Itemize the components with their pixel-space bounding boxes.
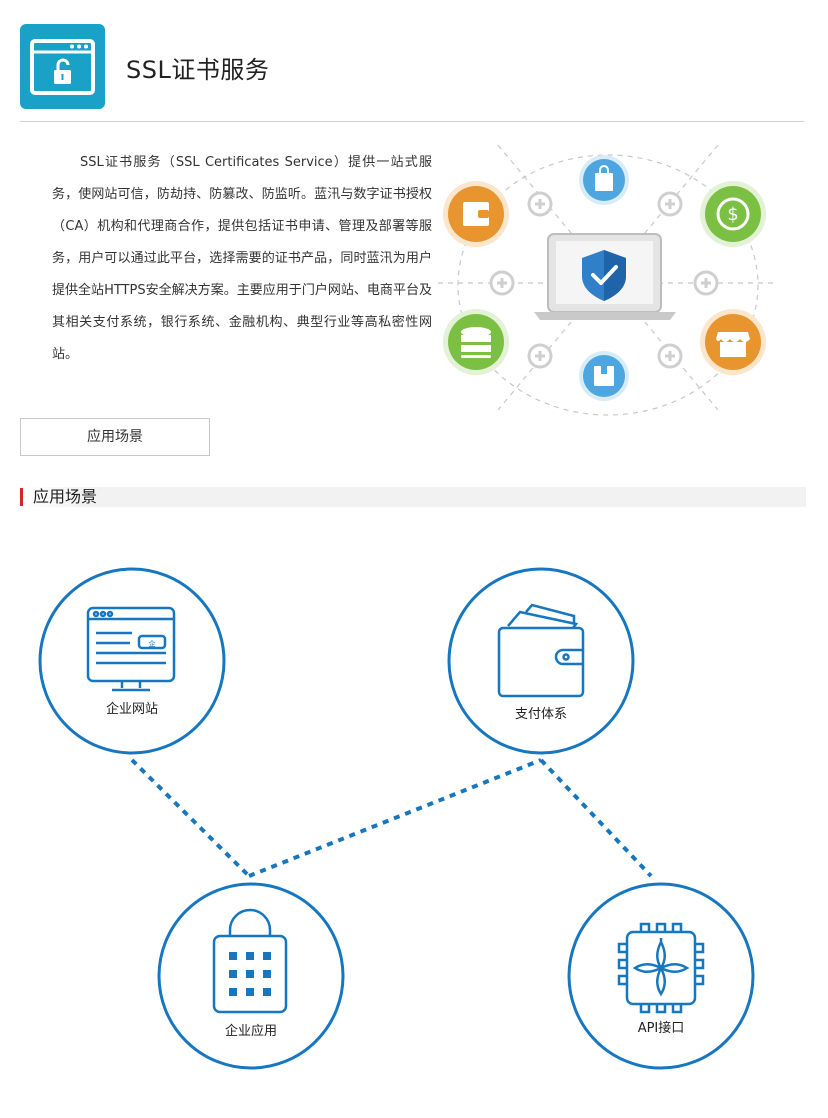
- node-api-interface: [567, 882, 755, 1070]
- node-payment-system: [447, 567, 635, 755]
- node-label-enterprise-application: 企业应用: [224, 1024, 277, 1039]
- wallet-icon: [497, 603, 585, 698]
- svg-text:$: $: [727, 204, 738, 225]
- page-title: SSL证书服务: [126, 56, 270, 84]
- node-enterprise-website: 企: [38, 567, 226, 755]
- svg-text:企: 企: [149, 639, 156, 648]
- dollar-icon: $: [700, 181, 766, 247]
- node-label-enterprise-website: 企业网站: [105, 702, 158, 717]
- scenario-tab-button[interactable]: 应用场景: [20, 418, 210, 456]
- intro-paragraph: SSL证书服务（SSL Certificates Service）提供一站式服务…: [52, 155, 432, 362]
- package-icon: [579, 351, 629, 401]
- header-divider: [20, 121, 804, 122]
- ssl-app-icon: [20, 24, 105, 109]
- unlocked-browser-icon: [30, 39, 95, 95]
- shopping-bag-icon: [579, 155, 629, 205]
- plus-connectors: [489, 191, 719, 369]
- node-label-payment-system: 支付体系: [514, 707, 567, 722]
- node-label-api-interface: API接口: [637, 1021, 685, 1036]
- hero-illustration: $: [438, 144, 778, 416]
- section-header: 应用场景: [20, 487, 806, 507]
- wallet-icon: [443, 181, 509, 247]
- scenario-diagram: 企: [0, 520, 828, 1118]
- laptop-shield-icon: [534, 233, 676, 320]
- chip-icon: [617, 922, 705, 1014]
- section-title: 应用场景: [33, 487, 98, 506]
- node-enterprise-application: [157, 882, 345, 1070]
- building-icon: [212, 908, 288, 1014]
- store-icon: [700, 309, 766, 375]
- monitor-website-icon: [86, 606, 176, 692]
- database-icon: [443, 309, 509, 375]
- connector-lines: [130, 758, 653, 878]
